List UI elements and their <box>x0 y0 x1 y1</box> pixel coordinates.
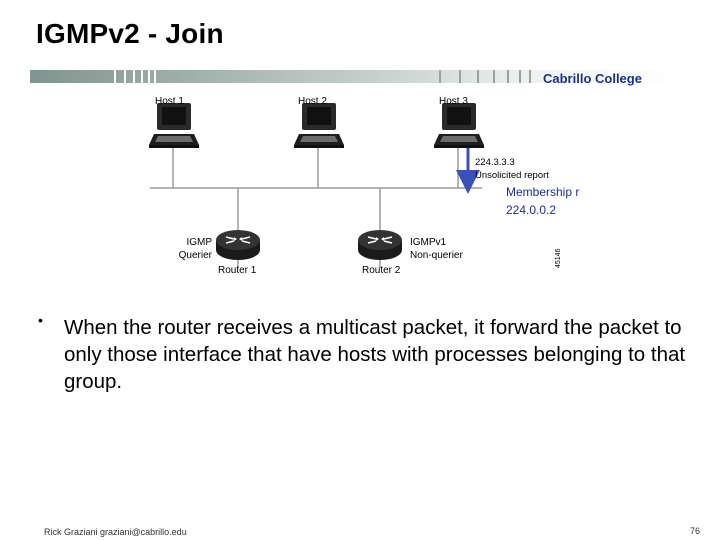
router-2-label: Router 2 <box>362 265 401 276</box>
callout-line-2: 224.0.0.2 <box>506 203 556 217</box>
router-1-label: Router 1 <box>218 265 257 276</box>
header-banner <box>30 70 685 83</box>
host-2-label: Host 2 <box>298 96 327 107</box>
report-type-label: Unsolicited report <box>475 170 549 181</box>
network-diagram: Host 1 Host 2 Host 3 224.3.3.3 Unsolicit… <box>149 96 580 276</box>
bullet-text: When the router receives a multicast pac… <box>64 316 686 393</box>
router-2-role-line1: IGMPv1 <box>410 237 447 248</box>
router-2-role-line2: Non-querier <box>410 250 463 261</box>
router-1-role-line2: Querier <box>179 250 213 261</box>
report-group-address: 224.3.3.3 <box>475 157 515 168</box>
router-1-role-line1: IGMP <box>186 237 212 248</box>
host-3-icon <box>434 103 484 148</box>
host-1-icon <box>149 103 199 148</box>
host-1-label: Host 1 <box>155 96 184 107</box>
router-1-icon <box>215 229 261 261</box>
slide-title: IGMPv2 - Join <box>36 18 224 49</box>
footer-author: Rick Graziani graziani@cabrillo.edu <box>44 527 187 537</box>
page-number: 76 <box>689 526 700 536</box>
host-3-label: Host 3 <box>439 96 468 107</box>
bullet-dot-icon: • <box>38 312 43 328</box>
router-2-icon <box>357 229 403 261</box>
figure-id: 45146 <box>555 248 562 268</box>
host-2-icon <box>294 103 344 148</box>
college-name: Cabrillo College <box>543 71 642 86</box>
callout-line-1: Membership report to <box>506 185 580 199</box>
